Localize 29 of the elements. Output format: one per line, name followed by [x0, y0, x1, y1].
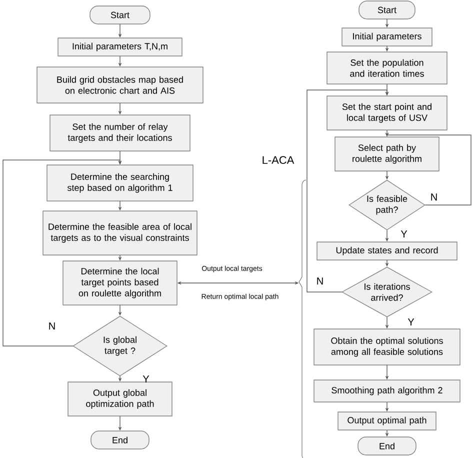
- terminal-box: Start: [90, 6, 150, 24]
- arrow: [306, 90, 389, 292]
- terminal-box: Start: [358, 0, 416, 20]
- edge-label: Y: [400, 230, 408, 238]
- terminal-box: End: [90, 430, 150, 450]
- edge-label: N: [317, 278, 323, 284]
- process-box: Determine the local target points based on roulette algorithm: [62, 260, 178, 306]
- edge-label: N: [49, 322, 55, 330]
- process-box: Build grid obstacles map based on electronic chart and AIS: [36, 66, 204, 104]
- process-box: Update states and record: [316, 242, 458, 260]
- brace: [298, 180, 306, 458]
- process-box: Determine the searching step based on algorithm 1: [46, 164, 194, 202]
- arrow: [2, 160, 122, 346]
- edge-label: N: [431, 194, 437, 200]
- process-box: Set the number of relay targets and their locations: [50, 114, 190, 152]
- process-box: Determine the feasible area of local targets as to the visual constraints: [42, 210, 198, 256]
- terminal-box: End: [358, 436, 416, 456]
- process-box: Output global optimization path: [68, 382, 172, 416]
- process-box: Initial parameters: [342, 28, 432, 46]
- block-label: L-ACA: [262, 156, 294, 164]
- process-box: Select path by roulette algorithm: [334, 136, 440, 172]
- process-box: Set the start point and local targets of USV: [326, 96, 448, 130]
- process-box: Set the population and iteration times: [326, 52, 448, 84]
- process-box: Initial parameters T,N,m: [58, 38, 182, 56]
- process-box: Output optimal path: [338, 412, 436, 430]
- edge-label: Y: [408, 318, 414, 326]
- process-box: Smoothing path algorithm 2: [314, 380, 460, 402]
- process-box: Obtain the optimal solutions among all feasible solutions: [314, 328, 460, 366]
- edge-label: Y: [142, 376, 150, 382]
